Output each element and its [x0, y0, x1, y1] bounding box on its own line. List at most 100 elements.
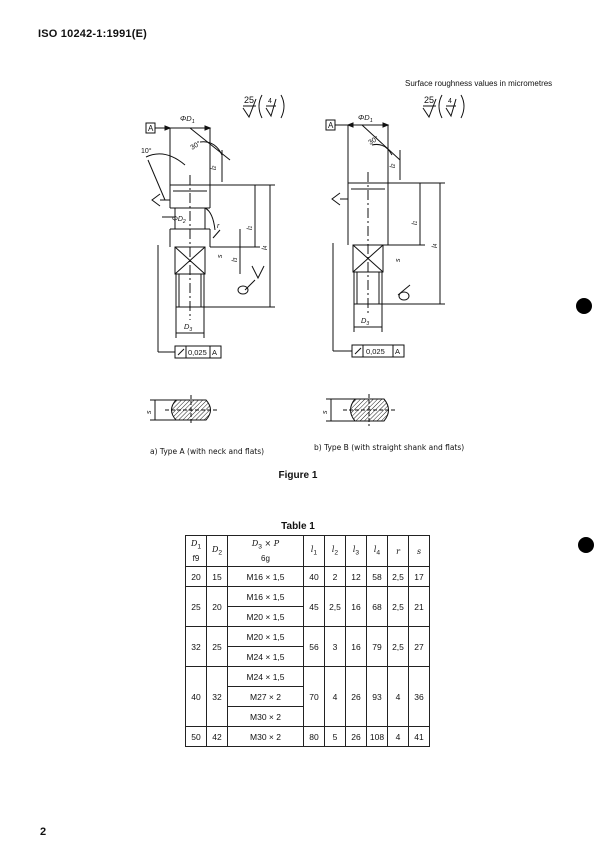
- type-a-l2: l2: [211, 165, 218, 170]
- cell-l1: 56: [303, 626, 325, 667]
- type-b-l1: l1: [412, 220, 419, 225]
- cell-thread: M20 × 1,5: [227, 626, 304, 647]
- type-b-d3: D3: [361, 316, 369, 327]
- cell-s: 41: [408, 726, 430, 747]
- cell-thread: M24 × 1,5: [227, 646, 304, 667]
- type-b-rough-big: 25: [424, 95, 434, 105]
- cell-d1: 50: [185, 726, 207, 747]
- type-a-angle-30: 30°: [189, 139, 202, 151]
- cell-d2: 32: [206, 666, 228, 727]
- header-l1: l1: [303, 535, 325, 567]
- type-b-l2: l2: [390, 163, 397, 168]
- cell-l4: 93: [366, 666, 388, 727]
- cell-l2: 5: [324, 726, 346, 747]
- type-a-caption: a) Type A (with neck and flats): [150, 447, 265, 456]
- type-a-r-label: r: [217, 223, 220, 230]
- cell-r: 4: [387, 666, 409, 727]
- document-header: ISO 10242-1:1991(E): [38, 28, 147, 40]
- type-b-tol-datum: A: [395, 347, 400, 356]
- type-a-drawing: 25 4 A ΦD1 30° 10° l2: [141, 94, 285, 425]
- type-a-tol-datum: A: [212, 348, 217, 357]
- cell-thread: M30 × 2: [227, 726, 304, 747]
- punch-hole-mark: [576, 298, 592, 314]
- cell-l4: 58: [366, 566, 388, 587]
- cell-s: 17: [408, 566, 430, 587]
- type-a-angle-10: 10°: [141, 147, 152, 155]
- punch-hole-mark: [578, 537, 594, 553]
- cell-thread: M27 × 2: [227, 686, 304, 707]
- cell-d2: 15: [206, 566, 228, 587]
- cell-l1: 45: [303, 586, 325, 627]
- header-l2: l2: [324, 535, 346, 567]
- type-a-datum-label: A: [148, 124, 154, 133]
- cell-l2: 4: [324, 666, 346, 727]
- type-b-roughness-symbol: 25 4: [422, 94, 465, 119]
- cell-l3: 26: [345, 726, 367, 747]
- type-a-tol-value: 0,025: [188, 348, 207, 357]
- cell-l2: 3: [324, 626, 346, 667]
- page-number: 2: [40, 826, 47, 838]
- cell-l1: 70: [303, 666, 325, 727]
- type-b-tol-value: 0,025: [366, 347, 385, 356]
- cell-thread: M30 × 2: [227, 706, 304, 727]
- type-a-l3: l3: [232, 257, 239, 262]
- cell-d2: 25: [206, 626, 228, 667]
- type-b-l4: l4: [432, 243, 439, 248]
- type-a-d2-label: ΦD2: [172, 216, 186, 225]
- cell-d1: 20: [185, 566, 207, 587]
- cell-l3: 12: [345, 566, 367, 587]
- type-b-s-label: s: [322, 410, 329, 414]
- cell-d2: 42: [206, 726, 228, 747]
- cell-l4: 108: [366, 726, 388, 747]
- type-b-caption: b) Type B (with straight shank and flats…: [314, 443, 465, 452]
- type-a-roughness-symbol: 25 4: [242, 94, 285, 119]
- header-s: s: [408, 535, 430, 567]
- header-d2: D2: [206, 535, 228, 567]
- cell-l3: 16: [345, 586, 367, 627]
- cell-l2: 2,5: [324, 586, 346, 627]
- type-b-datum-label: A: [328, 121, 334, 130]
- type-b-rough-small: 4: [448, 98, 452, 105]
- cell-s: 21: [408, 586, 430, 627]
- cell-d1: 32: [185, 626, 207, 667]
- cell-l3: 16: [345, 626, 367, 667]
- type-a-s-side: s: [217, 254, 224, 258]
- figure-1-drawing: 25 4 A ΦD1 30° 10° l2: [141, 94, 465, 426]
- cell-s: 36: [408, 666, 430, 727]
- header-l4: l4: [366, 535, 388, 567]
- type-a-d1-label: ΦD1: [180, 114, 195, 125]
- figure-caption: Figure 1: [278, 470, 318, 481]
- cell-d2: 20: [206, 586, 228, 627]
- header-l3: l3: [345, 535, 367, 567]
- cell-l2: 2: [324, 566, 346, 587]
- cell-thread: M16 × 1,5: [227, 566, 304, 587]
- cell-thread: M20 × 1,5: [227, 606, 304, 627]
- cell-s: 27: [408, 626, 430, 667]
- type-a-rough-big: 25: [244, 95, 254, 105]
- roughness-note: Surface roughness values in micrometres: [405, 79, 553, 88]
- cell-l1: 80: [303, 726, 325, 747]
- cell-d1: 25: [185, 586, 207, 627]
- header-r: r: [387, 535, 409, 567]
- type-a-l1: l1: [247, 225, 254, 230]
- type-a-s-label: s: [146, 410, 153, 414]
- cell-l1: 40: [303, 566, 325, 587]
- type-a-d3: D3: [184, 322, 192, 333]
- cell-l4: 68: [366, 586, 388, 627]
- cell-l4: 79: [366, 626, 388, 667]
- type-a-rough-small: 4: [268, 98, 272, 105]
- cell-thread: M16 × 1,5: [227, 586, 304, 607]
- cell-r: 4: [387, 726, 409, 747]
- cell-r: 2,5: [387, 566, 409, 587]
- cell-l3: 26: [345, 666, 367, 727]
